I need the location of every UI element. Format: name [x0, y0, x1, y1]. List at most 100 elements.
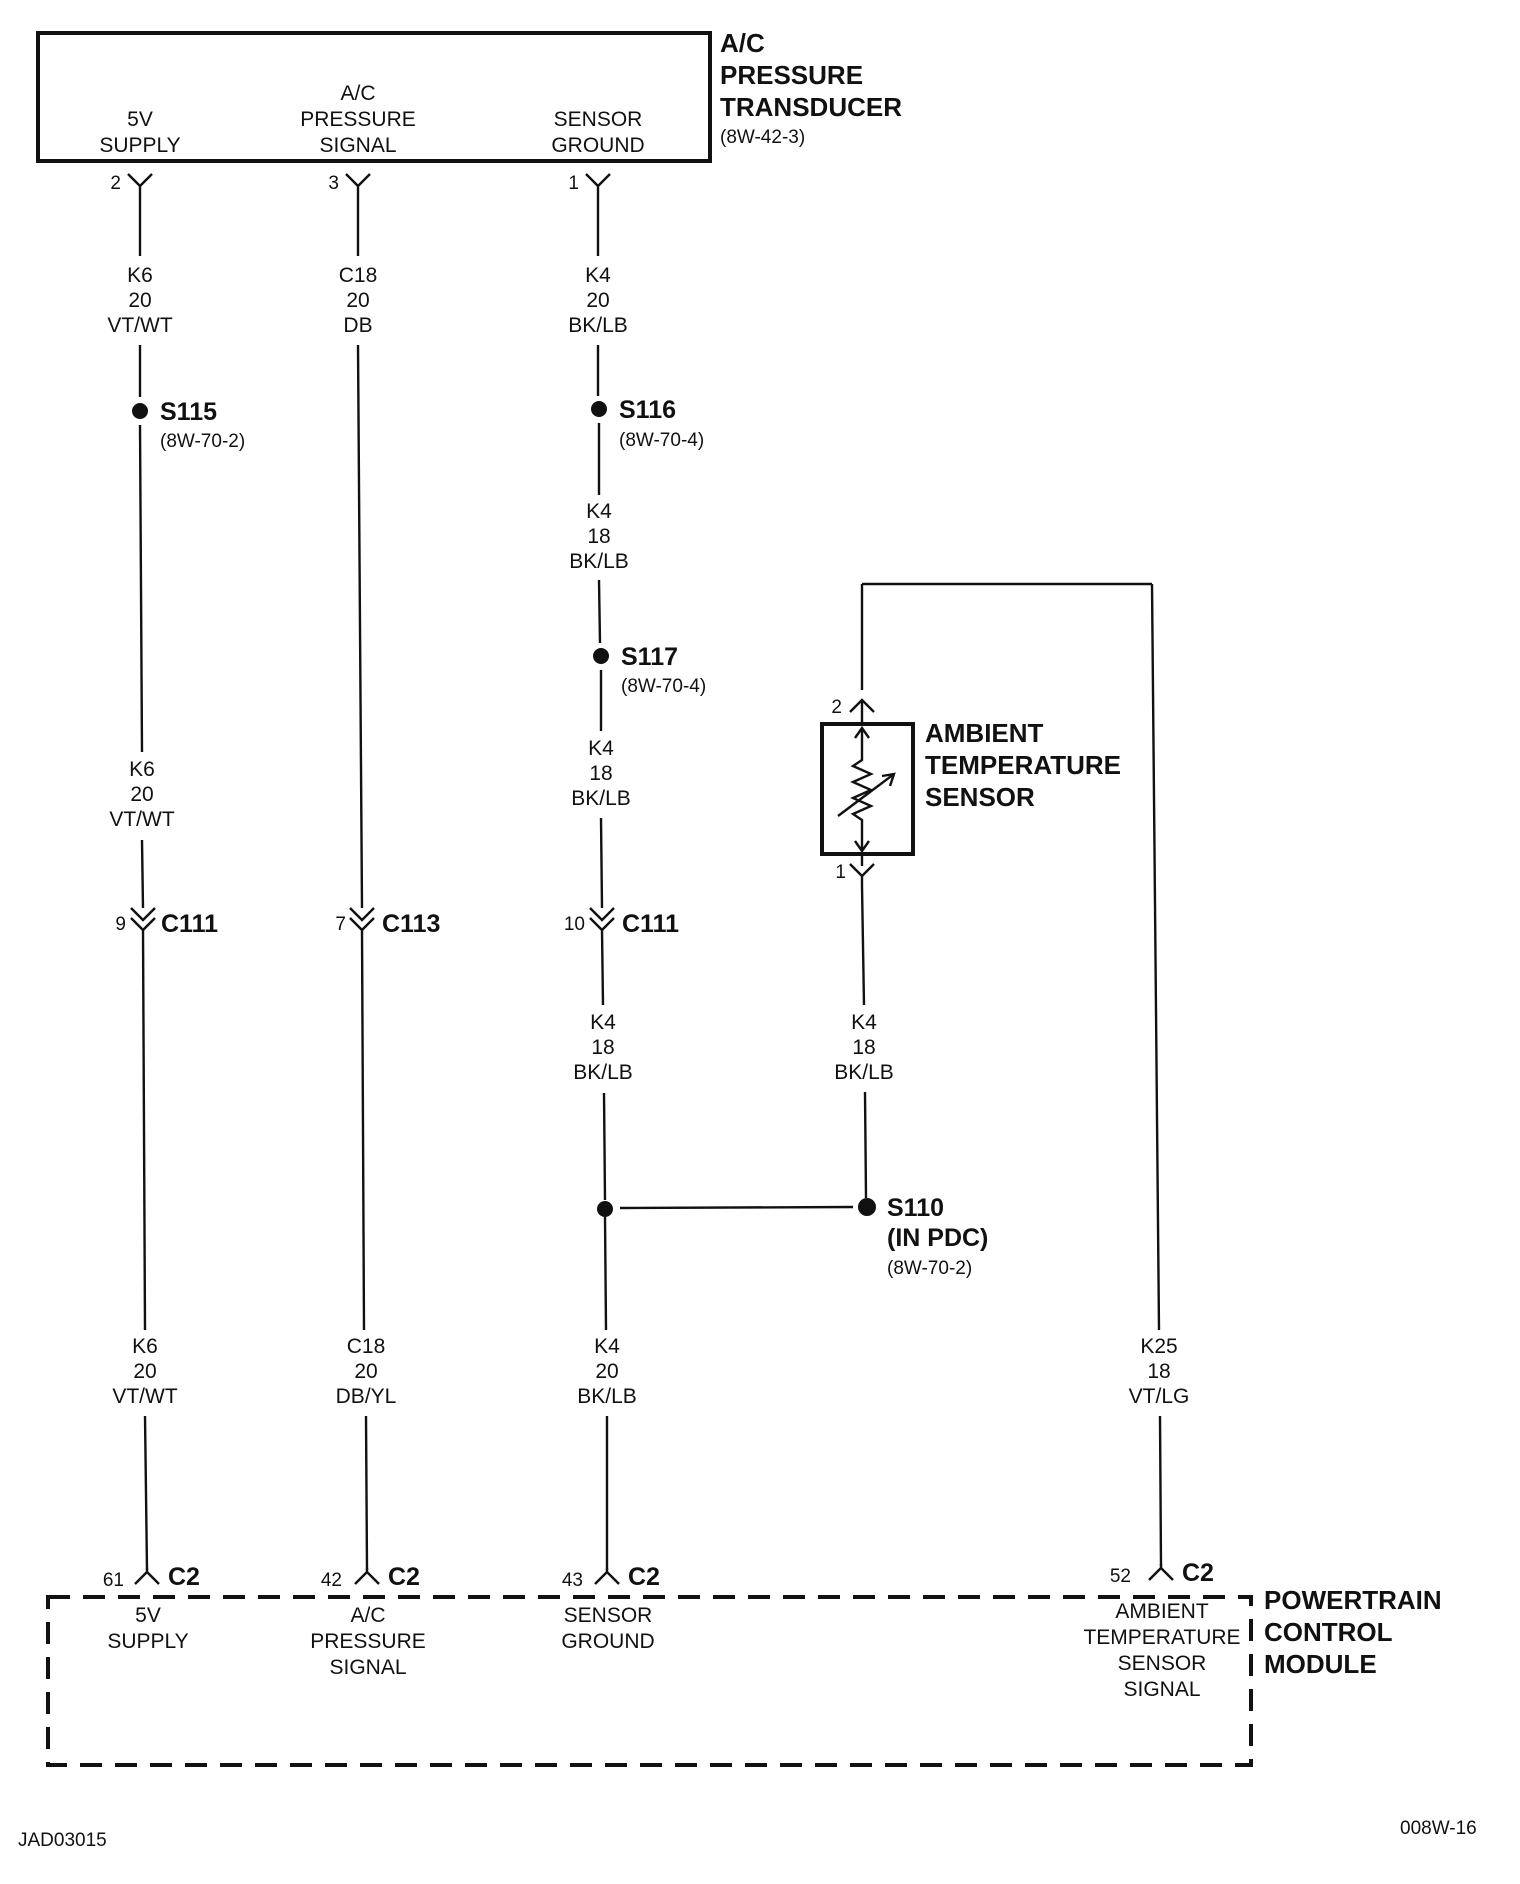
wire-label: C18: [339, 264, 378, 287]
wire-label: VT/WT: [112, 1385, 177, 1408]
wire-label: 20: [130, 783, 153, 806]
transducer-pin-2: 2: [110, 173, 121, 194]
wire-label: 18: [589, 762, 612, 785]
variable-arrow-icon: [837, 772, 896, 817]
sensor-title-line2: TEMPERATURE: [925, 750, 1121, 780]
c111-pin-10: 10: [564, 914, 585, 935]
wire-label: DB/YL: [336, 1385, 397, 1408]
pcm-pin-61: 61: [103, 1570, 124, 1591]
wire-label: K25: [1140, 1335, 1177, 1358]
wire-label: VT/LG: [1129, 1385, 1190, 1408]
pcm-pin-42: 42: [321, 1570, 342, 1591]
pcm-title-line3: MODULE: [1264, 1649, 1377, 1679]
sensor-title-line3: SENSOR: [925, 782, 1035, 812]
wire-label: BK/LB: [573, 1061, 633, 1084]
splice-s117-dot: [593, 648, 609, 664]
wire-label: 20: [128, 289, 151, 312]
wire-label: DB: [343, 314, 372, 337]
wire-label: K4: [590, 1011, 616, 1034]
thermistor-icon: [850, 725, 874, 854]
footer-left-code: JAD03015: [18, 1830, 107, 1851]
transducer-ref: (8W-42-3): [720, 127, 805, 148]
splice-s115-ref: (8W-70-2): [160, 431, 245, 452]
wire-label: BK/LB: [571, 787, 631, 810]
wire-label: BK/LB: [577, 1385, 637, 1408]
c113-name: C113: [382, 910, 440, 938]
transducer-pin-label-ac: A/C: [340, 82, 375, 105]
pcm-pin-52: 52: [1110, 1566, 1131, 1587]
sensor-pin-2: 2: [831, 697, 842, 718]
c111-connector-symbol: [130, 907, 156, 932]
sensor-pin-1: 1: [835, 862, 846, 883]
wire-label: 20: [354, 1360, 377, 1383]
ground-junction-dot: [597, 1201, 613, 1217]
c113-pin-7: 7: [335, 914, 346, 935]
transducer-pin-label-5v: 5V: [127, 108, 153, 131]
sensor-box: [820, 722, 915, 856]
c111-name: C111: [161, 910, 218, 938]
wire-label: K4: [586, 500, 612, 523]
wire-label: K4: [588, 737, 614, 760]
wire-label: BK/LB: [569, 550, 629, 573]
pcm-pin-52-connector: [1148, 1564, 1174, 1581]
sensor-title-line1: AMBIENT: [925, 718, 1044, 748]
transducer-pin-3: 3: [328, 173, 339, 194]
splice-s110-ref: (8W-70-2): [887, 1258, 972, 1279]
pcm-pin-label: SENSOR: [1118, 1652, 1207, 1675]
k4-circuit: K4 20 BK/LB S116 (8W-70-4) K4 18 BK/LB S…: [564, 198, 854, 1570]
pcm-pin-label: TEMPERATURE: [1083, 1626, 1240, 1649]
transducer-pin-label-sensor: SENSOR: [554, 108, 643, 131]
pcm-c2-label: C2: [168, 1563, 200, 1591]
transducer-pin-3-connector: [345, 173, 371, 198]
transducer-pin-label-supply: SUPPLY: [99, 134, 180, 157]
ambient-temperature-sensor: 2 AMBIENT TEMPERATURE SENSOR 1 K4 18 BK/…: [820, 582, 1190, 1567]
wire-label: C18: [347, 1335, 386, 1358]
transducer-pin-1: 1: [568, 173, 579, 194]
wire-label: BK/LB: [834, 1061, 894, 1084]
wire-label: 18: [591, 1036, 614, 1059]
c111-name-2: C111: [622, 910, 679, 938]
wire-label: K4: [585, 264, 611, 287]
pcm-c2-label: C2: [1182, 1559, 1214, 1587]
wire-label: VT/WT: [109, 808, 174, 831]
splice-s116-ref: (8W-70-4): [619, 430, 704, 451]
splice-s116-name: S116: [619, 396, 676, 424]
wire-label: 18: [1147, 1360, 1170, 1383]
wire-label: 20: [595, 1360, 618, 1383]
pcm-pin-label: PRESSURE: [310, 1630, 426, 1653]
pcm-pin-label: GROUND: [561, 1630, 654, 1653]
splice-s110-dot: [858, 1198, 876, 1216]
wire-label: K4: [851, 1011, 877, 1034]
pcm-pin-label: 5V: [135, 1604, 161, 1627]
pcm-pin-label: SIGNAL: [329, 1656, 406, 1679]
pcm-pin-label: AMBIENT: [1115, 1600, 1209, 1623]
wire-label: 20: [346, 289, 369, 312]
pcm-c2-label: C2: [628, 1563, 660, 1591]
powertrain-control-module: POWERTRAIN CONTROL MODULE 61 C2 5V SUPPL…: [46, 1559, 1442, 1767]
transducer-title-line1: A/C: [720, 28, 765, 58]
k6-circuit: K6 20 VT/WT S115 (8W-70-2) K6 20 VT/WT 9…: [107, 198, 245, 1571]
wire-label: VT/WT: [107, 314, 172, 337]
pcm-c2-label: C2: [388, 1563, 420, 1591]
wire-label: 18: [852, 1036, 875, 1059]
ac-pressure-transducer: A/C PRESSURE TRANSDUCER (8W-42-3) 5V SUP…: [36, 28, 902, 198]
wire-label: 20: [133, 1360, 156, 1383]
splice-s110-name: S110: [887, 1194, 944, 1222]
transducer-box: [36, 31, 712, 163]
transducer-title-line3: TRANSDUCER: [720, 92, 902, 122]
c18-circuit: C18 20 DB 7 C113 C18 20 DB/YL: [335, 198, 440, 1571]
pcm-pin-43: 43: [562, 1570, 583, 1591]
transducer-pin-2-connector: [127, 173, 153, 198]
wire-label: 18: [587, 525, 610, 548]
transducer-pin-1-connector: [585, 173, 611, 198]
transducer-title-line2: PRESSURE: [720, 60, 863, 90]
wire-label: K4: [594, 1335, 620, 1358]
wire-label: K6: [129, 758, 155, 781]
splice-s116-dot: [591, 401, 607, 417]
pcm-pin-label: SIGNAL: [1123, 1678, 1200, 1701]
pcm-pin-43-connector: [594, 1568, 620, 1585]
sensor-pin-1-connector: [849, 863, 875, 886]
transducer-pin-label-ground: GROUND: [551, 134, 644, 157]
c111-connector-symbol: [589, 907, 615, 932]
